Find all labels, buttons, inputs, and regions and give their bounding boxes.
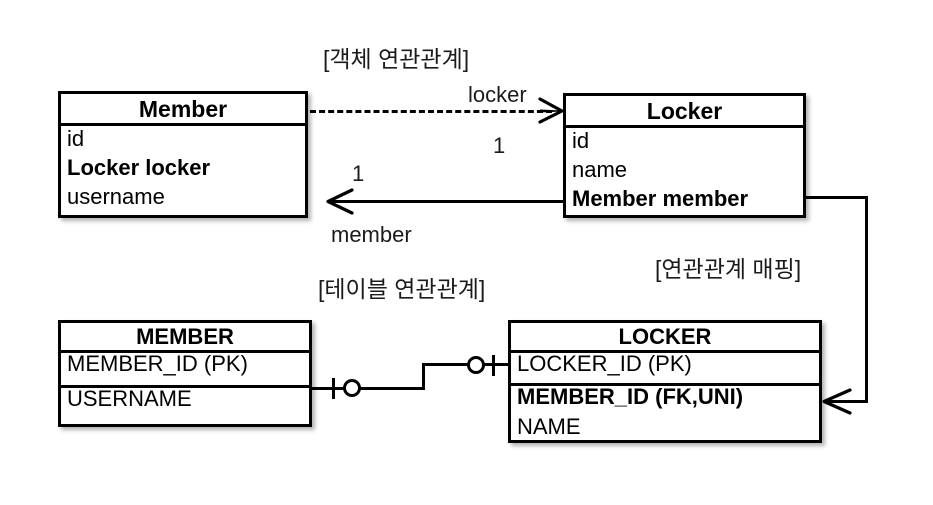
entity-field: id <box>67 126 85 151</box>
entity-fields-locker: id name Member member <box>566 128 803 217</box>
entity-fields-member: id Locker locker username <box>61 126 305 215</box>
entity-box-member[interactable]: Member id Locker locker username <box>58 91 308 218</box>
relationship-segment-riser <box>422 363 425 390</box>
table-column-group: LOCKER_ID (PK) <box>511 353 819 386</box>
table-column: USERNAME <box>67 388 192 411</box>
entity-title-locker: Locker <box>566 96 803 128</box>
table-column-group: MEMBER_ID (FK,UNI) NAME <box>511 386 819 446</box>
object-association-title: [객체 연관관계] <box>323 46 470 72</box>
entity-field: username <box>67 184 165 209</box>
entity-title-member: Member <box>61 94 305 126</box>
association-line-locker <box>310 110 552 113</box>
relationship-segment-mid-high <box>422 363 480 366</box>
table-column: NAME <box>517 414 581 439</box>
table-title-locker: LOCKER <box>511 323 819 353</box>
table-box-locker[interactable]: LOCKER LOCKER_ID (PK) MEMBER_ID (FK,UNI)… <box>508 320 822 443</box>
mapping-segment-vertical <box>865 196 868 402</box>
entity-field: name <box>572 157 628 182</box>
relationship-segment-left <box>312 387 350 390</box>
relationship-tick-left <box>332 378 335 399</box>
relationship-segment-mid-low <box>359 387 425 390</box>
table-box-member[interactable]: MEMBER MEMBER_ID (PK) USERNAME <box>58 320 312 427</box>
association-label-member: member <box>331 222 412 247</box>
association-line-member <box>330 200 563 203</box>
table-column: MEMBER_ID (FK,UNI) <box>517 386 744 409</box>
mapping-title: [연관관계 매핑] <box>655 256 802 282</box>
table-column: LOCKER_ID (PK) <box>517 353 692 376</box>
association-label-locker: locker <box>468 82 527 107</box>
table-column-group: MEMBER_ID (PK) <box>61 353 309 388</box>
table-association-title: [테이블 연관관계] <box>318 276 486 302</box>
entity-field: Locker locker <box>67 155 211 180</box>
relationship-segment-right <box>483 363 510 366</box>
table-column-group: USERNAME <box>61 388 309 418</box>
mapping-segment-bottom <box>828 400 868 403</box>
entity-field: Member member <box>572 186 749 211</box>
mapping-segment-top <box>806 196 868 199</box>
association-cardinality-member: 1 <box>352 161 365 186</box>
table-column: MEMBER_ID (PK) <box>67 353 248 376</box>
entity-box-locker[interactable]: Locker id name Member member <box>563 93 806 218</box>
association-cardinality-locker: 1 <box>493 133 506 158</box>
entity-field: id <box>572 128 590 153</box>
table-title-member: MEMBER <box>61 323 309 353</box>
